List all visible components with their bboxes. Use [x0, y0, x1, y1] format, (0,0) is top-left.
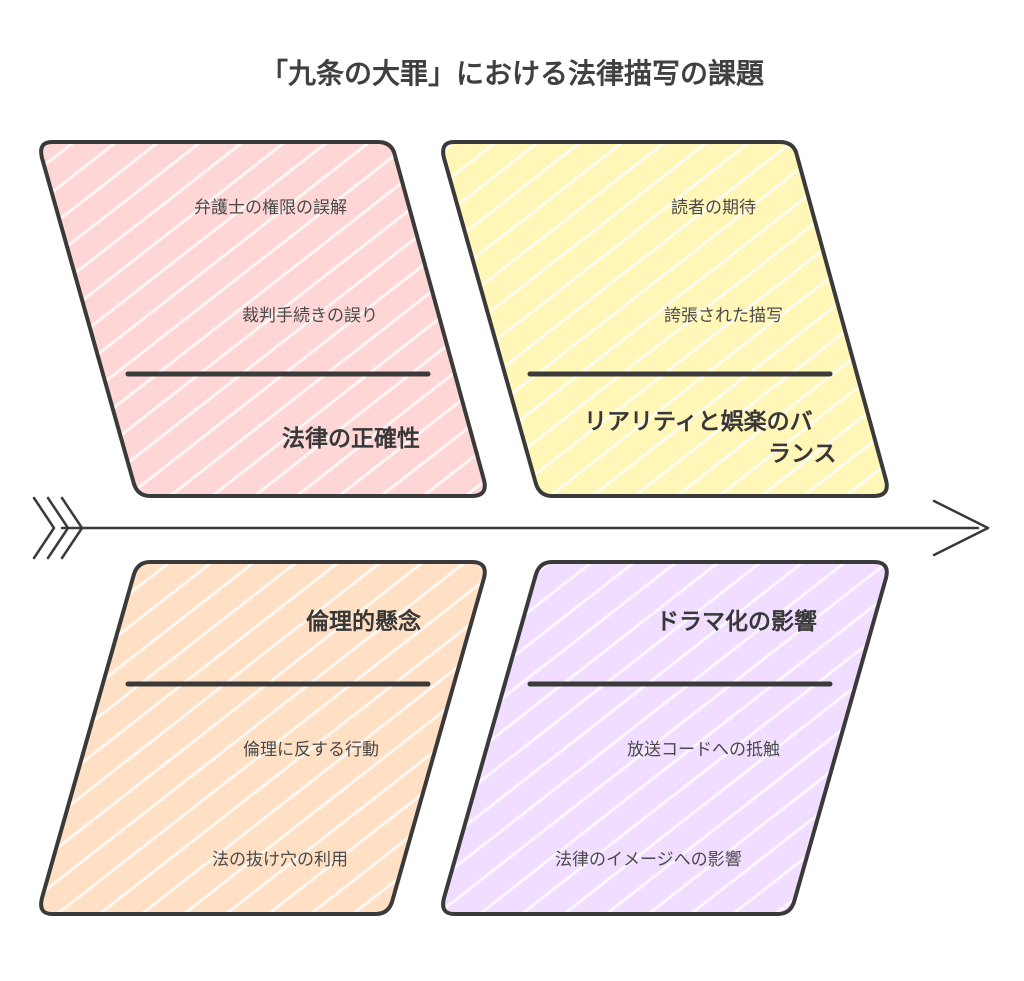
cause-label: 弁護士の権限の誤解 — [194, 198, 347, 218]
category-title: ドラマ化の影響 — [656, 609, 817, 635]
cause-label: 法の抜け穴の利用 — [212, 850, 348, 870]
cause-label: 倫理に反する行動 — [243, 740, 379, 760]
diagram-title: 「九条の大罪」における法律描写の課題 — [259, 57, 764, 90]
category-box-ethical-concerns — [39, 560, 487, 916]
cause-label: 裁判手続きの誤り — [242, 306, 378, 326]
category-box-dramatization-impact — [441, 560, 889, 916]
cause-label: 誇張された描写 — [664, 306, 783, 326]
fishbone-spine — [60, 499, 990, 557]
category-box-reality-entertainment — [441, 140, 889, 498]
category-title: 法律の正確性 — [282, 426, 420, 452]
category-title-line2: ランス — [768, 441, 837, 467]
cause-label: 読者の期待 — [671, 198, 756, 218]
category-box-legal-accuracy — [39, 140, 487, 498]
category-title: 倫理的懸念 — [306, 609, 421, 635]
fishbone-tail — [32, 496, 84, 560]
cause-label: 放送コードへの抵触 — [627, 740, 780, 760]
category-title-line1: リアリティと娯楽のバ — [584, 409, 813, 435]
cause-label: 法律のイメージへの影響 — [555, 850, 742, 870]
